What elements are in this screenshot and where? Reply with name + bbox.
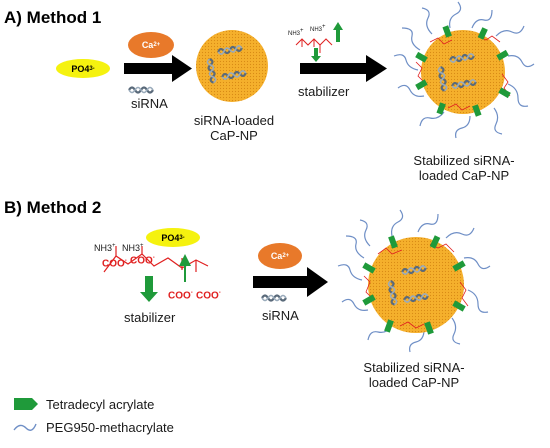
legend-tetradecyl-icon xyxy=(14,398,38,410)
amine-label-1b: NH3+ xyxy=(310,24,326,33)
np-label: siRNA-loaded CaP-NP xyxy=(186,113,282,143)
carboxylate-label-3: COO- xyxy=(168,290,193,302)
method1-title: A) Method 1 xyxy=(4,8,102,27)
phosphate-charge-2: 3- xyxy=(179,234,185,241)
arrow-3 xyxy=(253,267,328,297)
calcium-charge-2: 2+ xyxy=(282,253,290,259)
result-label-1-line-1: Stabilized siRNA- xyxy=(413,153,515,168)
carboxylate-label-4: COO- xyxy=(196,290,221,302)
result-label-1-line-2: loaded CaP-NP xyxy=(418,168,510,183)
sirna-helix-icon xyxy=(127,86,155,94)
phosphate-text-2: PO4 xyxy=(161,232,180,243)
sirna-label-2: siRNA xyxy=(262,308,299,323)
sirna-helix-icon-2 xyxy=(260,294,288,302)
result-label-1: Stabilized siRNA- loaded CaP-NP xyxy=(400,153,528,183)
stabilizer-label-2: stabilizer xyxy=(124,310,176,325)
phosphate-text: PO4 xyxy=(71,63,90,74)
result-label-2-line-2: loaded CaP-NP xyxy=(368,375,460,390)
result-label-2-line-1: Stabilized siRNA- xyxy=(363,360,465,375)
np-label-line-2: CaP-NP xyxy=(210,128,258,143)
phosphate-charge: 3- xyxy=(89,65,95,72)
legend-peg-icon xyxy=(13,423,37,431)
carboxylate-label-2: COO- xyxy=(130,255,155,267)
stabilizer-label-1: stabilizer xyxy=(298,84,350,99)
stabilizer-molecule-small xyxy=(295,22,343,62)
result-label-2: Stabilized siRNA- loaded CaP-NP xyxy=(350,360,478,390)
calcium-text: Ca xyxy=(141,40,154,50)
amine-label-1a: NH3+ xyxy=(288,28,304,37)
amine-label-2a: NH3+ xyxy=(94,243,116,253)
sirna-label-1: siRNA xyxy=(131,96,168,111)
sirna-loaded-nanoparticle xyxy=(196,30,268,102)
arrow-2 xyxy=(300,55,387,82)
amine-label-2b: NH3+ xyxy=(122,243,144,253)
legend-peg-label: PEG950-methacrylate xyxy=(46,420,174,435)
legend-tetradecyl-label: Tetradecyl acrylate xyxy=(46,397,155,412)
stabilizer-molecule-large xyxy=(103,246,209,302)
np-label-line-1: siRNA-loaded xyxy=(193,113,275,128)
stabilized-nanoparticle-2 xyxy=(337,209,491,353)
calcium-charge: 2+ xyxy=(153,42,161,48)
carboxylate-label-1: COO- xyxy=(102,258,127,270)
arrow-1 xyxy=(124,55,192,82)
stabilized-nanoparticle-1 xyxy=(393,1,535,139)
calcium-text-2: Ca xyxy=(270,251,283,261)
method2-title: B) Method 2 xyxy=(4,198,102,217)
